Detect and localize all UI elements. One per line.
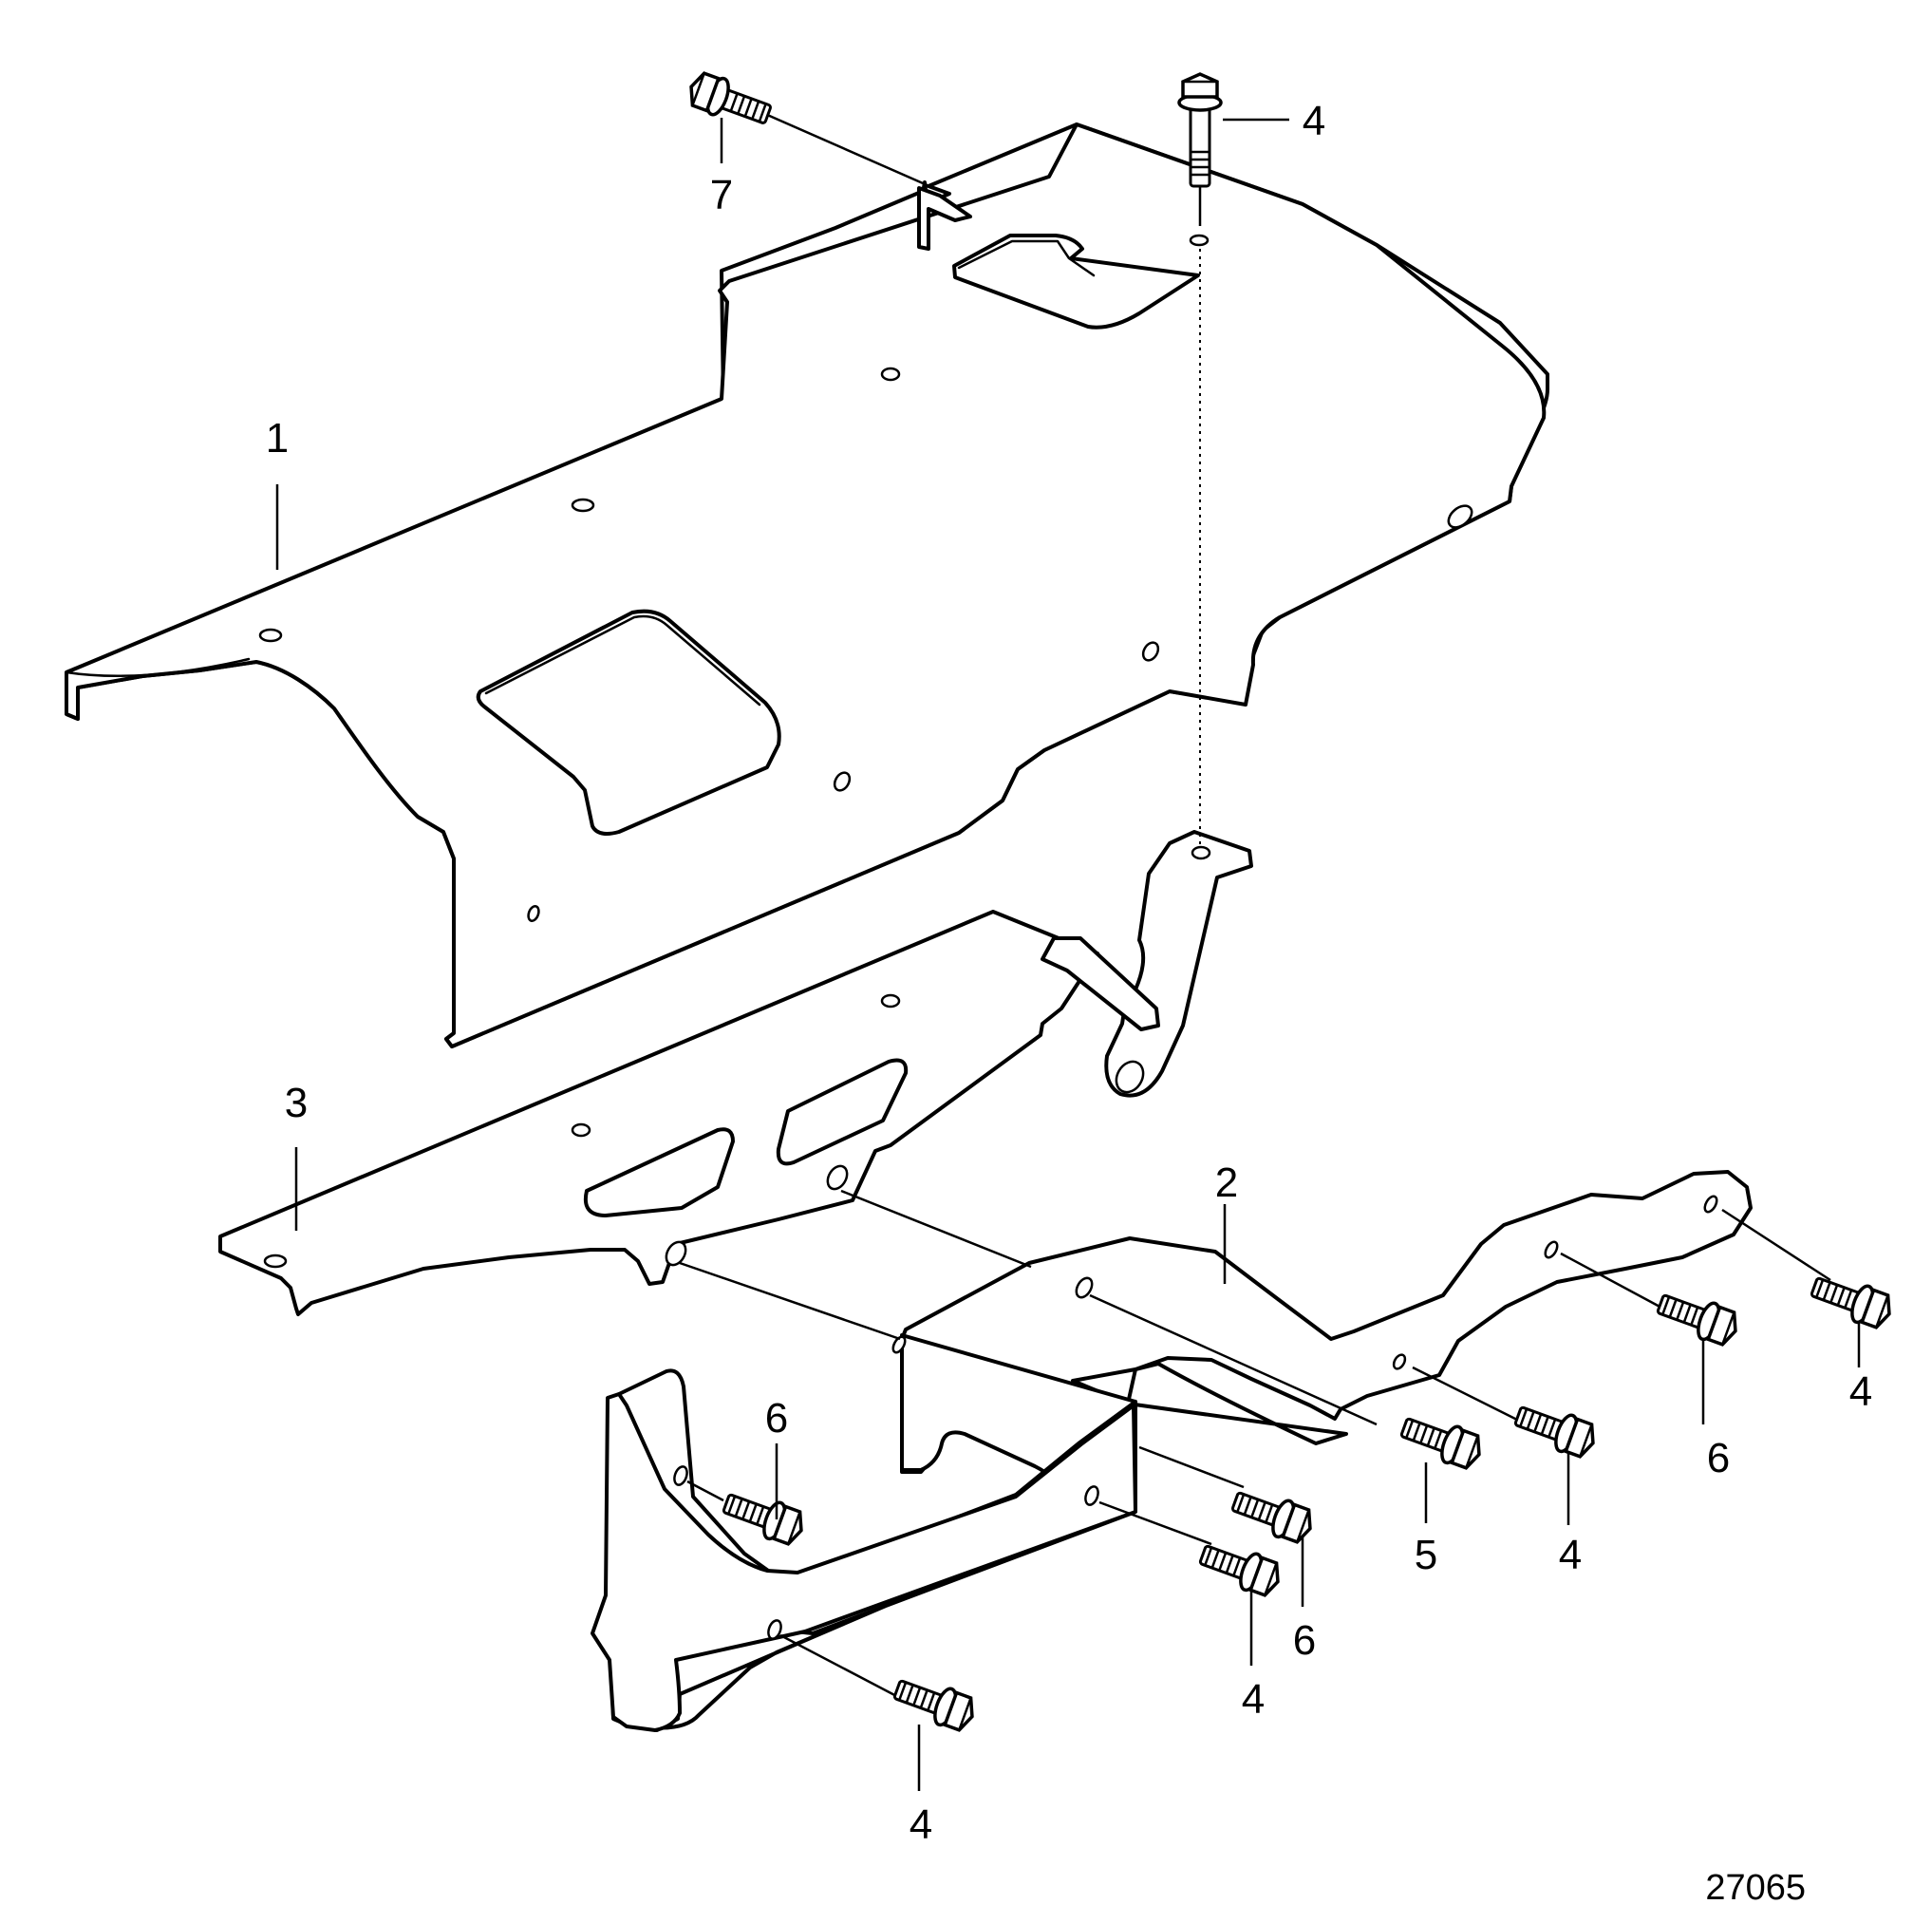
callout-3: 3 [285,1080,308,1126]
bolt-6-right [1652,1284,1744,1351]
bolt-4-far-right [1806,1267,1898,1334]
callout-7: 7 [710,172,733,218]
callout-leaders [275,118,1861,1791]
callout-6-left: 6 [765,1395,788,1442]
callout-1: 1 [266,415,289,462]
bolt-7 [683,66,777,135]
callout-4-bottom: 4 [910,1801,932,1848]
part-1-upper-plate [65,123,1549,1098]
part-2-lower-bracket [891,1170,1753,1523]
figure-id: 27065 [1705,1868,1806,1908]
callout-6-center: 6 [1293,1617,1316,1664]
callout-4-mid-right: 4 [1559,1532,1582,1578]
callout-4-top: 4 [1303,98,1325,144]
callout-5: 5 [1415,1532,1437,1578]
bolt-4-mid-right [1510,1396,1602,1463]
bolt-4-center [1194,1535,1286,1602]
bolt-4-bottom [889,1669,981,1737]
part-3-middle-bracket [218,910,1160,1316]
callout-6-right: 6 [1707,1435,1730,1481]
lower-left-bracket [591,1368,1137,1732]
bolt-5 [1396,1407,1488,1475]
callout-4-center: 4 [1242,1676,1265,1723]
assembly-lines [679,112,1831,1700]
callout-4-far-right: 4 [1849,1368,1872,1415]
callout-2: 2 [1215,1159,1238,1206]
